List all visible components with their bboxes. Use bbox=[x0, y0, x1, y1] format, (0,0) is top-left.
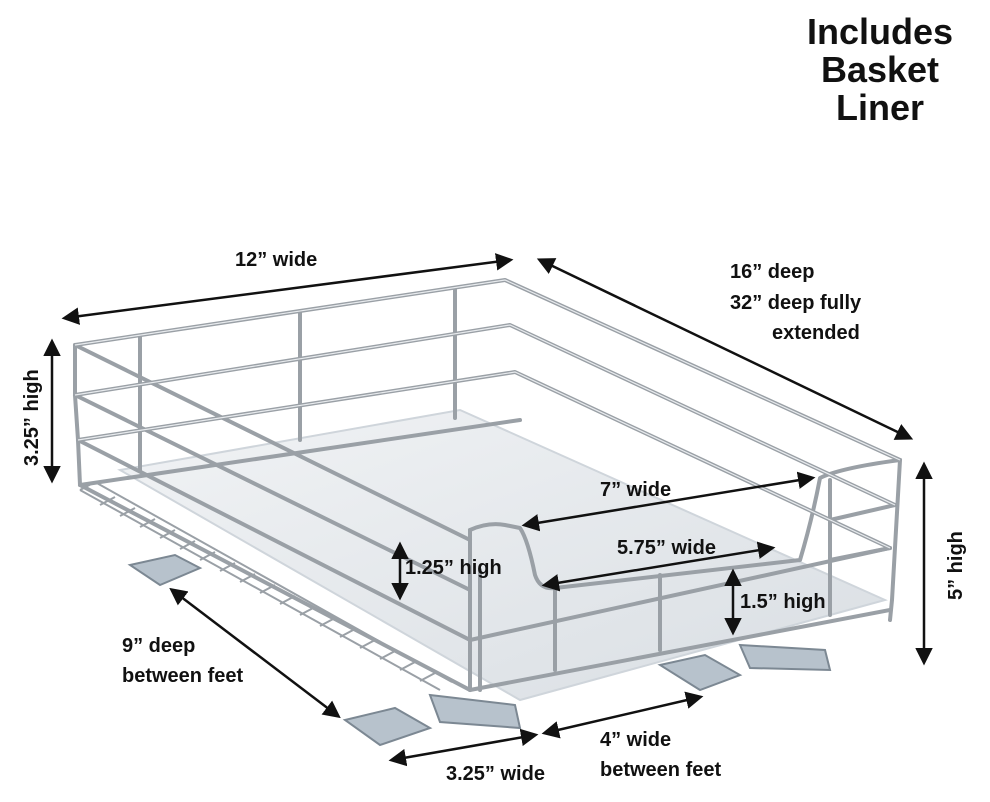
headline-line-3: Liner bbox=[835, 87, 924, 128]
label-front-lip-height: 1.5” high bbox=[740, 591, 826, 613]
headline-line-1: Includes bbox=[806, 11, 954, 52]
label-feet-depth-1: 9” deep bbox=[122, 635, 196, 657]
headline: Includes Basket Liner bbox=[790, 14, 970, 128]
label-feet-depth-2: between feet bbox=[122, 665, 244, 687]
label-width-top: 12” wide bbox=[235, 249, 318, 271]
label-front-notch-height: 1.25” high bbox=[405, 557, 502, 579]
label-height-back: 3.25” high bbox=[21, 369, 43, 466]
label-height-total: 5” high bbox=[945, 531, 967, 600]
wire-frame bbox=[73, 278, 902, 692]
headline-line-2: Basket bbox=[820, 49, 940, 90]
label-front-top-width: 7” wide bbox=[600, 479, 672, 501]
basket-liner bbox=[117, 408, 888, 702]
label-depth-1: 16” deep bbox=[730, 261, 815, 283]
label-front-bottom-width: 5.75” wide bbox=[617, 537, 716, 559]
label-feet-gap-2: between feet bbox=[600, 759, 722, 781]
label-depth-3: extended bbox=[772, 322, 860, 344]
label-depth-2: 32” deep fully bbox=[730, 292, 862, 314]
label-feet-gap-1: 4” wide bbox=[600, 729, 672, 751]
label-foot-width: 3.25” wide bbox=[446, 763, 545, 785]
slide-feet bbox=[127, 553, 832, 747]
dimension-arrows bbox=[43, 253, 933, 767]
